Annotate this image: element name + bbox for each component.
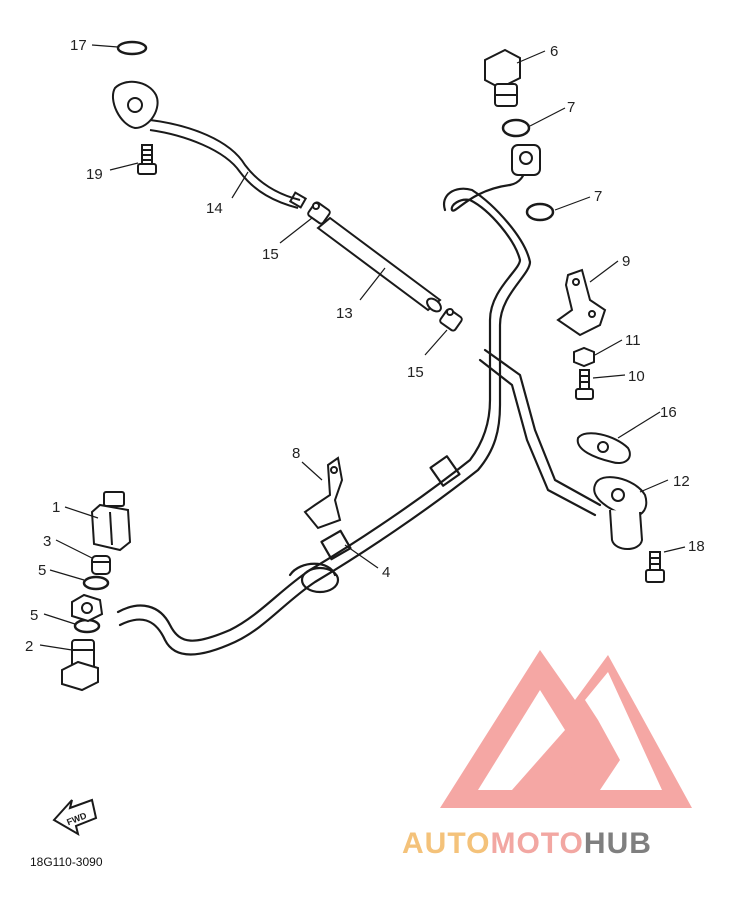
clip-15-upper: [307, 201, 331, 225]
hose-13: [316, 216, 442, 313]
label-7-bottom: 7: [594, 188, 602, 205]
fitting-1: [90, 491, 132, 552]
gasket-16: [576, 432, 631, 464]
washer-7-bottom: [525, 202, 555, 222]
union-bolt-2: [61, 639, 99, 692]
label-5-top: 5: [38, 562, 46, 579]
label-12: 12: [673, 473, 690, 490]
label-15-upper: 15: [262, 246, 279, 263]
label-16: 16: [660, 404, 677, 421]
clip-15-lower: [439, 308, 463, 332]
union-bolt-6: [484, 48, 521, 107]
label-5-bottom: 5: [30, 607, 38, 624]
watermark-logo: [440, 650, 692, 808]
label-17: 17: [70, 37, 87, 54]
bolt-18: [645, 551, 665, 583]
bolt-10: [575, 369, 594, 400]
fwd-arrow-icon: FWD: [52, 798, 98, 837]
pipe-flange-12: [593, 476, 648, 550]
label-2: 2: [25, 638, 33, 655]
watermark-moto: MOTO: [490, 827, 583, 860]
label-13: 13: [336, 305, 353, 322]
label-11: 11: [625, 332, 641, 349]
label-19: 19: [86, 166, 103, 183]
watermark-text: AUTOMOTOHUB: [402, 827, 652, 860]
washer-7-top: [501, 118, 531, 138]
label-10: 10: [628, 368, 645, 385]
pipe-14: [112, 80, 308, 209]
banjo-lower: [71, 593, 104, 623]
nut-11: [573, 346, 595, 368]
clamp-8: [303, 456, 344, 530]
bolt-19: [137, 144, 157, 175]
label-4: 4: [382, 564, 390, 581]
part-number-labels: 17 19 14 15 13 15 6 7 7 9 11 10 16 12 18…: [25, 37, 705, 655]
label-1: 1: [52, 499, 60, 516]
oil-pipe-4: [116, 166, 602, 656]
label-7-top: 7: [567, 99, 575, 116]
label-18: 18: [688, 538, 705, 555]
label-6: 6: [550, 43, 558, 60]
washer-5-top: [82, 575, 110, 591]
label-8: 8: [292, 445, 300, 462]
label-3: 3: [43, 533, 51, 550]
banjo-fitting: [511, 144, 541, 176]
label-9: 9: [622, 253, 630, 270]
o-ring-17: [116, 40, 148, 56]
label-14: 14: [206, 200, 223, 217]
leader-lines: [39, 44, 686, 651]
collar-3: [91, 555, 111, 575]
washer-5-bottom: [73, 618, 101, 634]
watermark-hub: HUB: [584, 827, 652, 860]
bracket-9: [556, 268, 607, 337]
diagram-code: 18G110-3090: [30, 855, 103, 869]
svg-text:AUTOMOTOHUB: AUTOMOTOHUB: [402, 827, 652, 860]
label-15-lower: 15: [407, 364, 424, 381]
watermark-auto: AUTO: [402, 827, 490, 860]
